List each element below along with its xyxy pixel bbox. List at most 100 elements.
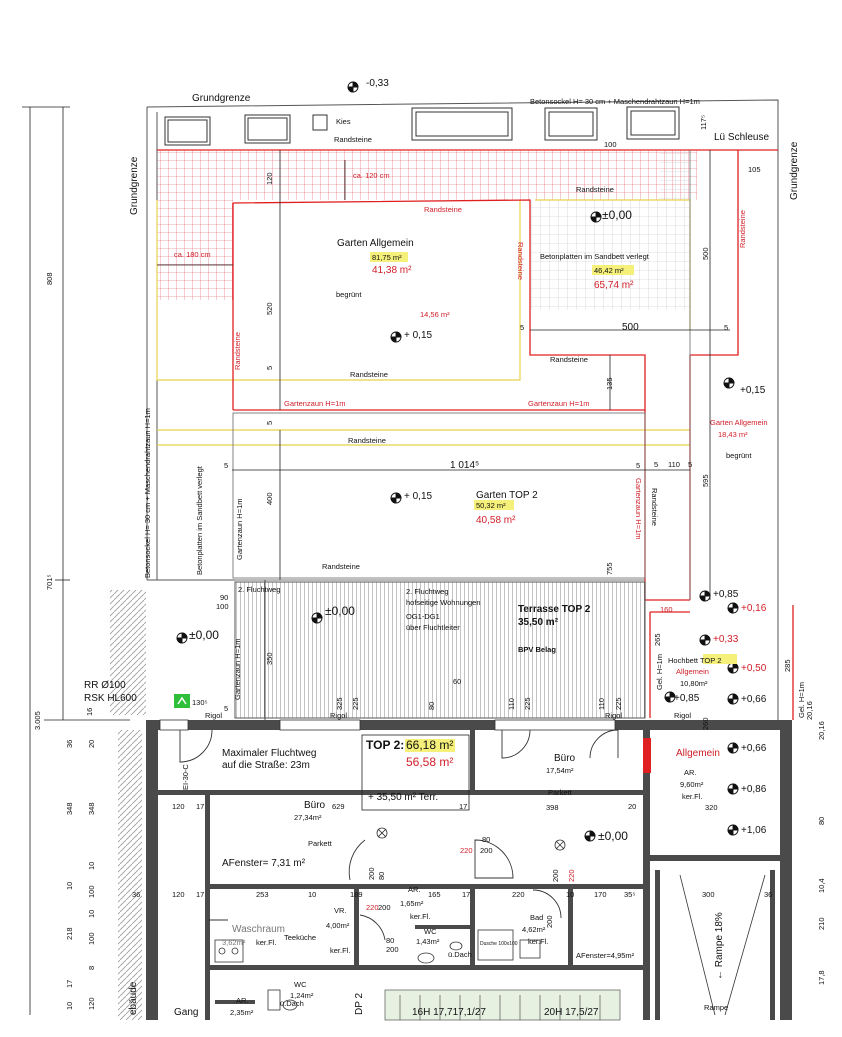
top-window-boxes bbox=[164, 106, 680, 146]
garden-top2-curb-bottom: Randsteine bbox=[322, 562, 360, 571]
left-dim-10a: 10 bbox=[87, 862, 96, 870]
garden-right-curb: Randsteine bbox=[738, 210, 747, 248]
left-dim-120: 120 bbox=[87, 997, 96, 1010]
terrace-level-left: ±0,00 bbox=[189, 628, 219, 642]
fence-gel-b: Gel. H=1m bbox=[797, 682, 806, 718]
dim-350: 350 bbox=[265, 652, 274, 665]
sanitary-fixtures bbox=[214, 929, 541, 1011]
rsk-label: RSK HL600 bbox=[84, 693, 137, 704]
fd-17b: 17 bbox=[459, 802, 467, 811]
laundry-area: 3,62m² bbox=[222, 938, 246, 947]
dim-105: 105 bbox=[748, 165, 761, 174]
fd-17a: 17 bbox=[196, 802, 204, 811]
ramp-bottom: Rampe bbox=[704, 1003, 728, 1012]
escape-2-l3: OG1-DG1 bbox=[406, 612, 440, 621]
fd-165: 165 bbox=[428, 890, 441, 899]
ar-bottom-area: 2,35m² bbox=[230, 1008, 254, 1017]
escape-2-l2: hofseitige Wohnungen bbox=[406, 598, 481, 607]
lvl-066b: +0,66 bbox=[741, 743, 767, 754]
paving-area-red: 65,74 m² bbox=[594, 280, 634, 291]
dim-285: 285 bbox=[783, 659, 792, 672]
neighbor-hatch bbox=[110, 590, 146, 715]
dim-110a: 110 bbox=[507, 698, 516, 710]
lvl-106: +1,06 bbox=[741, 825, 767, 836]
garden-general-area-red: 41,38 m² bbox=[372, 265, 412, 276]
door-200c: 200 bbox=[551, 869, 560, 882]
dim-130: 130⁵ bbox=[192, 698, 208, 707]
ar-bottom: AR. bbox=[236, 996, 249, 1005]
lvl-066a: +0,66 bbox=[741, 694, 767, 705]
garden-right-greened: begrünt bbox=[726, 451, 752, 460]
right-dim-20: 20,16 bbox=[817, 721, 826, 740]
garden-top2-curb-right: Randsteine bbox=[650, 488, 659, 526]
fd-120: 120 bbox=[172, 802, 185, 811]
vr-area: 4,00m² bbox=[326, 921, 350, 930]
bath-name: Bad bbox=[530, 913, 543, 922]
dim-325: 325 bbox=[335, 697, 344, 710]
office1-name: Büro bbox=[304, 800, 326, 811]
dim-500-h: 500 bbox=[701, 247, 710, 260]
left-dim-100b: 100 bbox=[87, 932, 96, 945]
top2-label: TOP 2: bbox=[366, 738, 404, 752]
left-dim-100a: 100 bbox=[87, 885, 96, 898]
dim-225c: 225 bbox=[614, 697, 623, 710]
ramp-lines bbox=[679, 874, 766, 1016]
left-dim-701: 701⁵ bbox=[45, 574, 54, 590]
garden-top2-level: + 0,15 bbox=[404, 491, 433, 502]
door-200e: 200 bbox=[386, 945, 399, 954]
garden-general-curb-bottom: Randsteine bbox=[350, 370, 388, 379]
garden-general-curb-right: Randsteine bbox=[516, 242, 525, 280]
rigol-right: Rigol bbox=[674, 711, 691, 720]
garden-fence-1: Gartenzaun H=1m bbox=[284, 399, 346, 408]
plinth-note: Betonsockel H= 30 cm + Maschendrahtzaun … bbox=[530, 97, 700, 106]
paving-d5b: 5 bbox=[724, 323, 728, 332]
garden-general-curb-left: Randsteine bbox=[233, 332, 242, 370]
terrace-add: + 35,50 m² Terr. bbox=[368, 792, 438, 803]
dim-110: 110 bbox=[668, 460, 680, 469]
dim-520: 520 bbox=[265, 302, 274, 315]
fd-220: 220 bbox=[512, 890, 525, 899]
garden-general-name: Garten Allgemein bbox=[337, 238, 414, 249]
rr-label: RR Ø100 bbox=[84, 680, 126, 691]
garden-general-greened: begrünt bbox=[336, 290, 362, 299]
door-80a: 80 bbox=[482, 835, 490, 844]
fd-36: 36 bbox=[132, 890, 140, 899]
top2-summary-box bbox=[361, 734, 470, 811]
lvl-033: +0,33 bbox=[713, 634, 739, 645]
bath-floor: ker.Fl. bbox=[528, 937, 548, 946]
garden-general-d5b: 5 bbox=[265, 421, 274, 425]
dim-60: 60 bbox=[453, 677, 461, 686]
shower-label: Dusche 100x100 bbox=[480, 941, 518, 947]
vr-name: VR. bbox=[334, 906, 347, 915]
garden-top2-d5a: 5 bbox=[224, 461, 228, 470]
lvl-050: +0,50 bbox=[741, 663, 767, 674]
dim-160: 160 bbox=[660, 605, 673, 614]
escape-2-l1: 2. Fluchtweg bbox=[406, 587, 449, 596]
garden-right-area: 18,43 m² bbox=[718, 430, 748, 439]
left-dim-218: 218 bbox=[65, 927, 74, 940]
fd-36b: 36 bbox=[764, 890, 772, 899]
office1-dim: 629 bbox=[332, 802, 345, 811]
ar-right-floor: ker.Fl. bbox=[682, 792, 702, 801]
max-escape-l2: auf die Straße: 23m bbox=[222, 760, 310, 771]
building-walls bbox=[146, 720, 792, 1020]
ar-right: AR. bbox=[684, 768, 697, 777]
door-200b: 200 bbox=[367, 867, 376, 880]
fd-17d: 17 bbox=[462, 890, 470, 899]
bath-area: 4,62m² bbox=[522, 925, 546, 934]
door-swings bbox=[179, 729, 619, 941]
left-dim-348b: 348 bbox=[87, 802, 96, 815]
ar-small-floor: ker.Fl. bbox=[410, 912, 430, 921]
garden-right-level: +0,15 bbox=[740, 385, 766, 396]
left-dim-16: 16 bbox=[85, 708, 94, 716]
rigol-2: Rigol bbox=[330, 711, 347, 720]
ar-small: AR. bbox=[408, 885, 421, 894]
dim-5-terr: 5 bbox=[224, 704, 228, 713]
left-dim-17: 17 bbox=[65, 980, 74, 988]
facade-windows bbox=[159, 719, 616, 731]
wc-area: 1,43m² bbox=[416, 937, 440, 946]
neighbor-hatch-lower bbox=[118, 730, 142, 1020]
level-top: -0,33 bbox=[366, 78, 389, 89]
ar-right-area: 9,60m² bbox=[680, 780, 704, 789]
